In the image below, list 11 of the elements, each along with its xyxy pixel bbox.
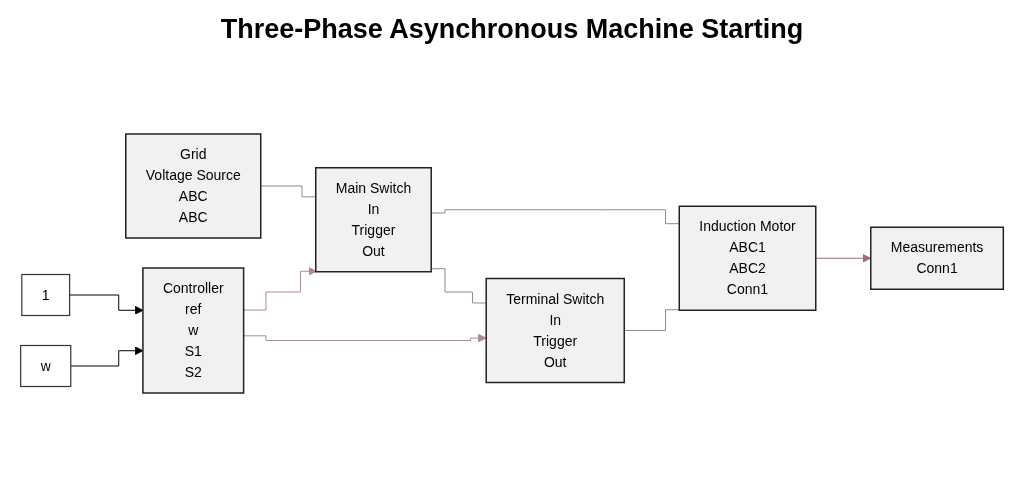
arrow xyxy=(243,333,487,343)
node-box: Controller ref w S1 S2 xyxy=(142,267,245,394)
node-box: Measurements Conn1 xyxy=(870,226,1005,290)
node-box: Induction Motor ABC1 ABC2 Conn1 xyxy=(678,205,817,311)
node-box: 1 xyxy=(21,273,71,317)
node-box: w xyxy=(20,344,72,388)
arrow xyxy=(243,266,318,311)
node-box: Terminal Switch In Trigger Out xyxy=(485,277,625,384)
node-box: Grid Voltage Source ABC ABC xyxy=(125,133,262,239)
node-box: Main Switch In Trigger Out xyxy=(315,167,432,273)
diagram-title: Three-Phase Asynchronous Machine Starting xyxy=(219,13,805,46)
